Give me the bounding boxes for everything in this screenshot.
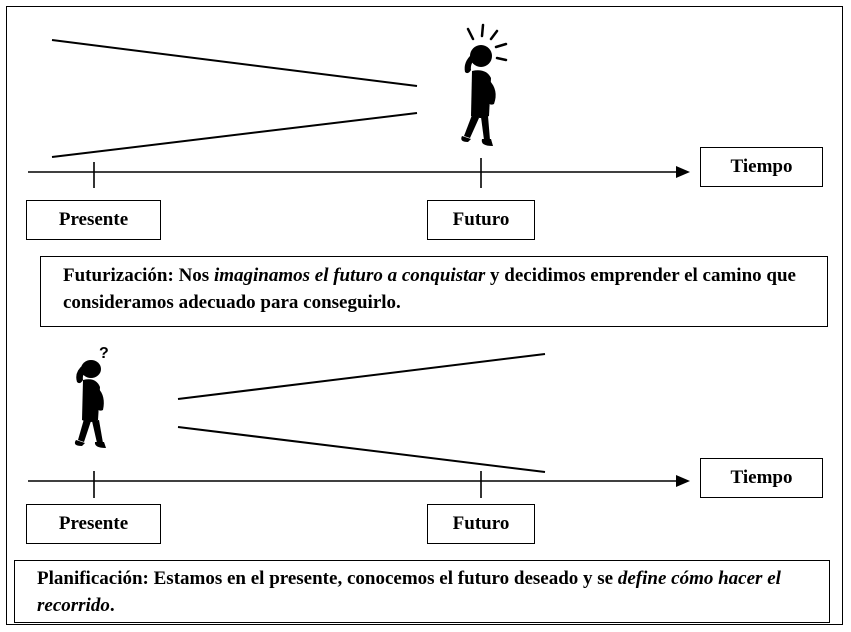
top-timeline-arrowhead <box>676 166 690 178</box>
top-time-label: Tiempo <box>700 147 823 187</box>
top-future-label: Futuro <box>427 200 535 240</box>
top-caption-tail: y decidimos emprender el camino que cons… <box>63 265 796 313</box>
top-present-label: Presente <box>26 200 161 240</box>
thinking-person-icon <box>461 23 508 146</box>
bottom-diverging-line-upper <box>177 353 546 400</box>
top-caption: Futurización: Nos imaginamos el futuro a… <box>40 256 828 327</box>
bottom-caption-emphasis: define cómo hacer el recorrido <box>37 568 781 616</box>
bottom-present-label: Presente <box>26 504 161 544</box>
bottom-panel: ? <box>28 345 690 498</box>
bottom-future-label: Futuro <box>427 504 535 544</box>
bottom-caption-tail: . <box>109 595 115 616</box>
bottom-caption-lead: Planificación: Estamos en el presente, c… <box>37 568 618 589</box>
top-caption-lead: Futurización: Nos <box>63 265 214 286</box>
diagram-frame <box>6 6 843 625</box>
top-caption-emphasis: imaginamos el futuro a conquistar <box>213 265 486 286</box>
svg-text:?: ? <box>99 345 109 362</box>
top-converging-line-upper <box>51 39 418 87</box>
bottom-timeline-arrowhead <box>676 475 690 487</box>
bottom-diverging-line-lower <box>177 426 546 473</box>
bottom-caption: Planificación: Estamos en el presente, c… <box>14 560 830 623</box>
top-panel <box>28 23 690 188</box>
top-converging-line-lower <box>51 112 418 158</box>
questioning-person-icon: ? <box>74 345 109 448</box>
bottom-time-label: Tiempo <box>700 458 823 498</box>
